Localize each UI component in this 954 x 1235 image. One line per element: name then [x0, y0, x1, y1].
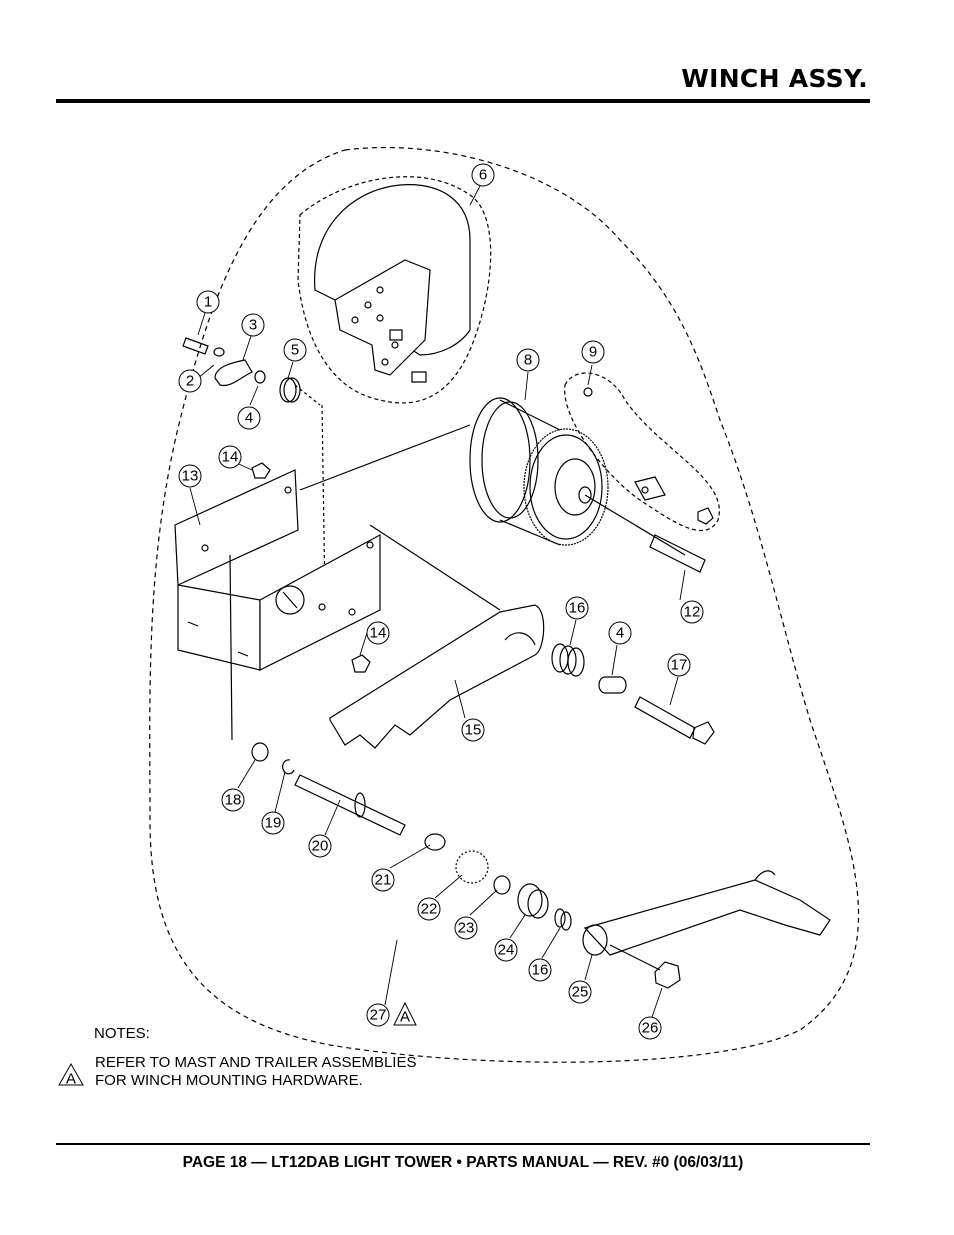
callout-label: 18 — [225, 792, 242, 809]
callout-4 — [237, 406, 261, 430]
callout-16 — [565, 596, 589, 620]
callout-label: 6 — [479, 167, 487, 184]
part-25-crank-handle — [582, 870, 831, 956]
part-21-washer — [424, 833, 446, 851]
callout-label: 27 — [370, 1007, 387, 1024]
assembly-outline — [149, 147, 860, 1063]
callout-14 — [366, 621, 390, 645]
callout-13 — [178, 464, 202, 488]
callout-label: 9 — [589, 344, 597, 361]
callout-label: 16 — [569, 600, 586, 617]
handbrake-outline — [297, 176, 492, 404]
part-12-shaft — [649, 534, 706, 573]
part-23-washer — [493, 875, 511, 895]
part-1-bolt — [182, 337, 225, 357]
callout-label: 15 — [465, 722, 482, 739]
part-17-bolt — [634, 696, 715, 745]
callout-27-note-triangle — [393, 1001, 417, 1026]
part-16-spring — [551, 643, 585, 677]
page-title: WINCH ASSY. — [681, 64, 868, 93]
callout-4 — [608, 621, 632, 645]
part-14-nut — [251, 462, 271, 479]
callout-5 — [283, 338, 307, 362]
callout-15 — [461, 718, 485, 742]
callout-label: 23 — [458, 920, 475, 937]
callout-label: 22 — [421, 901, 438, 918]
part-22-gear — [455, 850, 489, 884]
winch-exploded-diagram: 1 2 3 4 5 6 8 9 12 13 14 14 15 16 4 17 1… — [149, 147, 860, 1063]
callout-label: 16 — [532, 962, 549, 979]
callout-label: 21 — [375, 872, 392, 889]
header-rule — [56, 99, 870, 103]
part-8-drum — [469, 397, 609, 546]
part-20-shaft — [294, 774, 406, 836]
callout-14 — [218, 445, 242, 469]
callout-label: A — [400, 1009, 410, 1026]
callout-27 — [366, 1003, 390, 1027]
callout-21 — [371, 868, 395, 892]
callout-3 — [241, 313, 265, 337]
part-14-nut — [351, 654, 371, 673]
callout-label: 14 — [222, 449, 239, 466]
part-9-pawl — [583, 387, 714, 525]
callout-6 — [471, 163, 495, 187]
callout-label: 13 — [182, 468, 199, 485]
note-a-triangle: A — [58, 1063, 84, 1088]
callout-12 — [680, 600, 704, 624]
callout-23 — [454, 916, 478, 940]
callout-label: 4 — [616, 625, 624, 642]
notes-label: NOTES: — [94, 1025, 150, 1042]
callout-26 — [638, 1016, 662, 1040]
callout-19 — [261, 811, 285, 835]
note-marker-label: A — [66, 1071, 76, 1088]
page-footer: PAGE 18 — LT12DAB LIGHT TOWER • PARTS MA… — [182, 1154, 744, 1171]
part-13-frame — [174, 469, 381, 671]
footer-rule — [56, 1143, 870, 1145]
note-text: REFER TO MAST AND TRAILER ASSEMBLIES FOR… — [95, 1054, 417, 1089]
part-16-spring — [554, 908, 572, 931]
callout-label: 19 — [265, 815, 282, 832]
callout-label: 3 — [249, 317, 257, 334]
part-3-bracket — [214, 359, 253, 387]
callout-label: 25 — [572, 984, 589, 1001]
callout-1 — [196, 290, 220, 314]
part-26-nut — [654, 961, 681, 989]
pawl-group-outline — [564, 372, 720, 532]
callout-2 — [178, 369, 202, 393]
callout-label: 1 — [204, 294, 212, 311]
callout-label: 12 — [684, 604, 701, 621]
callout-label: 26 — [642, 1020, 659, 1037]
callout-label: 14 — [370, 625, 387, 642]
callout-18 — [221, 788, 245, 812]
callout-25 — [568, 980, 592, 1004]
callout-label: 24 — [498, 942, 515, 959]
part-19-clip — [282, 759, 295, 775]
callout-9 — [581, 340, 605, 364]
callout-17 — [667, 653, 691, 677]
callout-label: 8 — [524, 352, 532, 369]
callout-label: 4 — [245, 410, 253, 427]
callout-label: 20 — [312, 838, 329, 855]
part-4-spacer — [598, 676, 627, 694]
part-18-bushing — [251, 742, 269, 762]
part-15-lever — [329, 604, 545, 749]
part-4-spacer — [254, 370, 266, 384]
part-24-bushing — [517, 883, 549, 919]
callout-label: 5 — [291, 342, 299, 359]
part-5-spring — [279, 377, 301, 403]
callout-20 — [308, 834, 332, 858]
callout-24 — [494, 938, 518, 962]
part-6-brake-cover — [314, 184, 471, 383]
callout-8 — [516, 348, 540, 372]
callout-label: 2 — [186, 373, 194, 390]
callout-label: 17 — [671, 657, 688, 674]
callout-16 — [528, 958, 552, 982]
callout-22 — [417, 897, 441, 921]
